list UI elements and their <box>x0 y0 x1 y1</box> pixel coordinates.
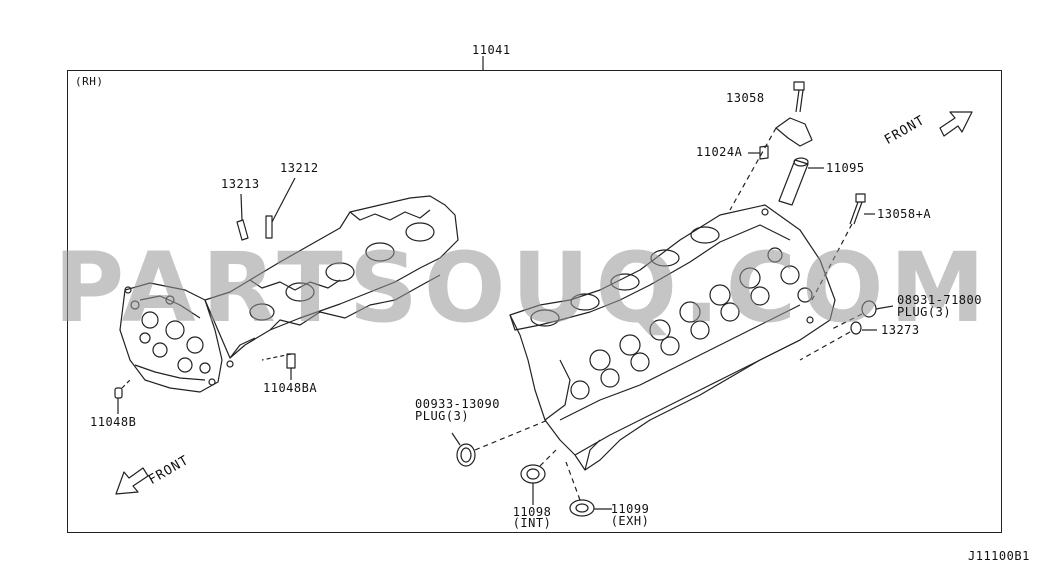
label-00933: 00933-13090 <box>415 397 500 411</box>
label-13212: 13212 <box>280 161 319 175</box>
label-11098-sub: (INT) <box>512 516 552 530</box>
right-cylinder-head-drawing <box>509 204 836 471</box>
part-13058-bolt <box>729 81 813 211</box>
label-11024a: 11024A <box>696 145 743 159</box>
label-13213: 13213 <box>221 177 260 191</box>
part-13273-washer <box>799 321 877 361</box>
part-11095-tube <box>778 157 824 206</box>
diagram-frame <box>67 70 1002 533</box>
label-11099-sub: (EXH) <box>610 514 650 528</box>
part-11024a-dowel <box>748 145 769 160</box>
label-11098: 11098 <box>512 505 552 519</box>
part-11048ba-stud <box>261 353 296 380</box>
part-00933-plug <box>451 419 549 467</box>
diagram-code: J11100B1 <box>968 549 1030 563</box>
label-13058a: 13058+A <box>877 207 932 221</box>
label-08931-sub: PLUG(3) <box>897 305 952 319</box>
part-11048b-stud <box>114 379 131 414</box>
label-13273: 13273 <box>881 323 920 337</box>
part-08931-plug <box>829 300 894 331</box>
label-11041: 11041 <box>472 43 511 57</box>
label-11095: 11095 <box>826 161 865 175</box>
front-arrow-top-right-icon <box>939 111 973 137</box>
label-11099: 11099 <box>610 502 650 516</box>
part-13212-pin <box>265 177 296 239</box>
part-11098-seal <box>520 449 557 505</box>
label-13058: 13058 <box>726 91 765 105</box>
label-08931: 08931-71800 <box>897 293 982 307</box>
part-11099-seal <box>565 461 612 517</box>
frame-label: (RH) <box>75 75 104 88</box>
part-13213-pin <box>236 193 249 241</box>
label-00933-sub: PLUG(3) <box>415 409 470 423</box>
label-11048ba: 11048BA <box>263 381 318 395</box>
front-arrow-bottom-left-icon <box>115 467 149 495</box>
part-13058a-bolt <box>811 193 875 301</box>
left-cylinder-head-drawing <box>119 195 459 393</box>
label-11048b: 11048B <box>90 415 137 429</box>
